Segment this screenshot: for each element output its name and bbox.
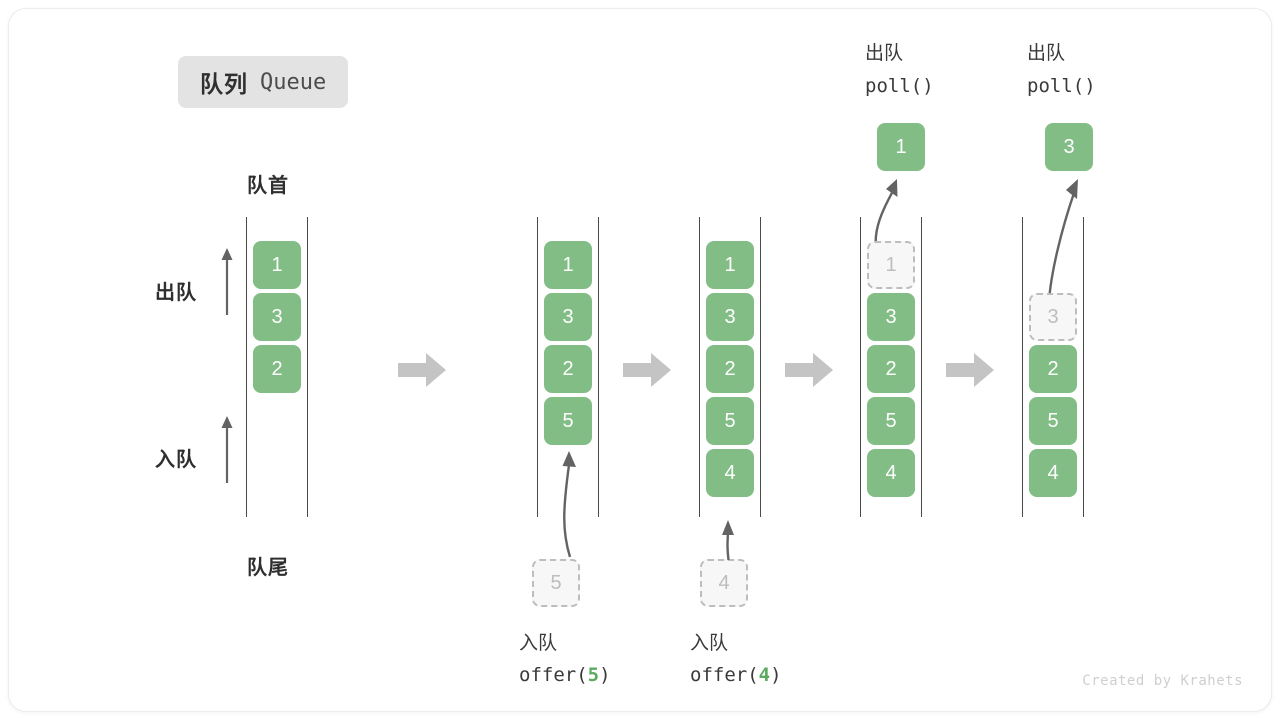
enqueue-direction-label: 入队 <box>155 449 197 471</box>
queue-cell: 5 <box>867 397 915 445</box>
queue-cell: 3 <box>867 293 915 341</box>
transition-arrow-icon <box>398 353 446 387</box>
dequeue-direction-arrow-icon <box>221 248 233 315</box>
poll-1-label-code: poll() <box>865 75 934 97</box>
queue-head-label: 队首 <box>247 175 289 197</box>
diagram-card: 队列 Queue 队首 队尾 出队 入队 1 3 2 1 3 2 5 5 <box>8 8 1272 712</box>
offer-4-label-cn: 入队 <box>690 633 729 654</box>
diagram-title-badge: 队列 Queue <box>178 56 349 108</box>
transition-arrow-icon <box>785 353 833 387</box>
rail-left <box>246 217 247 517</box>
poll-3-label-code: poll() <box>1027 75 1096 97</box>
poll-3-label-cn: 出队 <box>1027 43 1066 64</box>
rail-right <box>760 217 761 517</box>
queue-cell: 4 <box>867 449 915 497</box>
title-english: Queue <box>260 69 327 95</box>
queue-cell: 3 <box>253 293 301 341</box>
queue-cell-removed: 3 <box>1029 293 1077 341</box>
rail-right <box>1083 217 1084 517</box>
state-after-poll-1: 1 3 2 5 4 <box>860 217 922 517</box>
offer-5-label-cn: 入队 <box>519 633 558 654</box>
queue-cell-new: 4 <box>706 449 754 497</box>
queue-cell: 2 <box>1029 345 1077 393</box>
transition-arrow-icon <box>623 353 671 387</box>
queue-cell: 2 <box>706 345 754 393</box>
enqueue-arrow-icon <box>722 520 734 561</box>
offer-5-code-num: 5 <box>587 664 600 686</box>
queue-cell: 3 <box>544 293 592 341</box>
incoming-element-placeholder: 4 <box>700 559 748 607</box>
queue-cell: 5 <box>706 397 754 445</box>
rail-left <box>537 217 538 517</box>
polled-result-cell: 1 <box>877 123 925 171</box>
queue-tail-label: 队尾 <box>247 557 289 579</box>
offer-4-code-num: 4 <box>758 664 771 686</box>
queue-cell: 2 <box>253 345 301 393</box>
state-after-poll-3: 3 2 5 4 <box>1022 217 1084 517</box>
polled-result-cell: 3 <box>1045 123 1093 171</box>
offer-5-code-suffix: ) <box>599 664 611 686</box>
offer-4-code-prefix: offer( <box>690 664 759 686</box>
rail-left <box>860 217 861 517</box>
transition-arrow-icon <box>946 353 994 387</box>
state-after-offer-4: 1 3 2 5 4 <box>699 217 761 517</box>
incoming-element-placeholder: 5 <box>532 559 580 607</box>
queue-cell: 1 <box>544 241 592 289</box>
offer-4-label-code: offer(4) <box>690 664 782 686</box>
enqueue-direction-arrow-icon <box>221 416 233 483</box>
rail-left <box>699 217 700 517</box>
title-chinese: 队列 <box>200 71 248 97</box>
offer-5-code-prefix: offer( <box>519 664 588 686</box>
queue-cell: 5 <box>1029 397 1077 445</box>
queue-cell: 3 <box>706 293 754 341</box>
dequeue-direction-label: 出队 <box>155 282 197 304</box>
offer-4-code-suffix: ) <box>770 664 782 686</box>
enqueue-arrow-icon <box>562 451 576 558</box>
offer-5-label-code: offer(5) <box>519 664 611 686</box>
state-initial: 1 3 2 <box>246 217 308 517</box>
queue-cell: 2 <box>867 345 915 393</box>
rail-right <box>921 217 922 517</box>
rail-left <box>1022 217 1023 517</box>
poll-1-label-cn: 出队 <box>865 43 904 64</box>
rail-right <box>307 217 308 517</box>
state-after-offer-5: 1 3 2 5 <box>537 217 599 517</box>
queue-cell-new: 5 <box>544 397 592 445</box>
queue-cell: 1 <box>253 241 301 289</box>
queue-cell: 2 <box>544 345 592 393</box>
rail-right <box>598 217 599 517</box>
credit-text: Created by Krahets <box>1082 673 1243 689</box>
dequeue-arrow-icon <box>1047 179 1078 302</box>
queue-cell: 4 <box>1029 449 1077 497</box>
queue-cell: 1 <box>706 241 754 289</box>
queue-cell-removed: 1 <box>867 241 915 289</box>
